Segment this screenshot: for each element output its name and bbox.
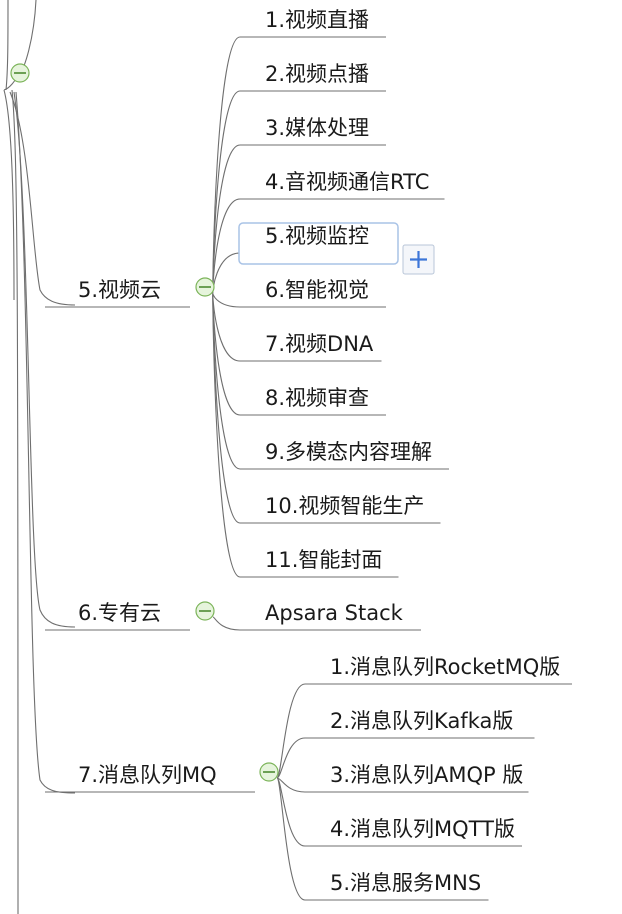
subtopic[interactable]: 5.消息服务MNS	[330, 871, 481, 895]
add-topic-plus-icon[interactable]	[402, 244, 435, 275]
topic-mq[interactable]: 7.消息队列MQ	[78, 763, 217, 787]
subtopic[interactable]: 4.消息队列MQTT版	[330, 817, 515, 841]
subtopic[interactable]: 9.多模态内容理解	[265, 440, 432, 464]
subtopic[interactable]: 5.视频监控	[265, 224, 369, 248]
subtopic[interactable]: 4.音视频通信RTC	[265, 170, 429, 194]
root-branch-lines	[3, 0, 76, 914]
subtopic[interactable]: 7.视频DNA	[265, 332, 374, 356]
subtopic[interactable]: 2.视频点播	[265, 62, 369, 86]
subtopic[interactable]: 1.视频直播	[265, 8, 369, 32]
connector-line	[276, 777, 320, 901]
connector-line	[212, 292, 255, 470]
connector-line	[276, 683, 320, 779]
topic-private-cloud[interactable]: 6.专有云	[78, 601, 161, 625]
topic-nodes: 5.视频云 1.视频直播 2.视频点播 3.媒体处理 4.音视频通信RTC 5.视频监控 6…	[78, 8, 560, 895]
connector-line	[212, 292, 255, 362]
subtopic[interactable]: 6.智能视觉	[265, 278, 369, 302]
collapse-minus-icon[interactable]	[195, 601, 215, 621]
root-collapse-icon[interactable]	[10, 63, 30, 83]
connector-line	[276, 777, 320, 793]
connector-line	[212, 616, 255, 631]
subtopic[interactable]: 3.媒体处理	[265, 116, 369, 140]
connector-line	[212, 292, 255, 524]
collapse-minus-icon[interactable]	[195, 277, 215, 297]
subtopic[interactable]: Apsara Stack	[265, 601, 404, 625]
selected-topic-box[interactable]	[238, 222, 399, 265]
subtopic[interactable]: 10.视频智能生产	[265, 494, 424, 518]
collapse-minus-icon[interactable]	[259, 762, 279, 782]
connector-line	[276, 777, 320, 847]
subtopic[interactable]: 11.智能封面	[265, 548, 382, 572]
subtopic[interactable]: 1.消息队列RocketMQ版	[330, 655, 560, 679]
connector-line	[276, 737, 320, 779]
subtopic[interactable]: 3.消息队列AMQP 版	[330, 763, 523, 787]
topic-video-cloud[interactable]: 5.视频云	[78, 278, 161, 302]
connector-line	[212, 292, 255, 308]
subtopic[interactable]: 8.视频审查	[265, 386, 369, 410]
connector-line	[212, 292, 255, 578]
subtopic[interactable]: 2.消息队列Kafka版	[330, 709, 513, 733]
